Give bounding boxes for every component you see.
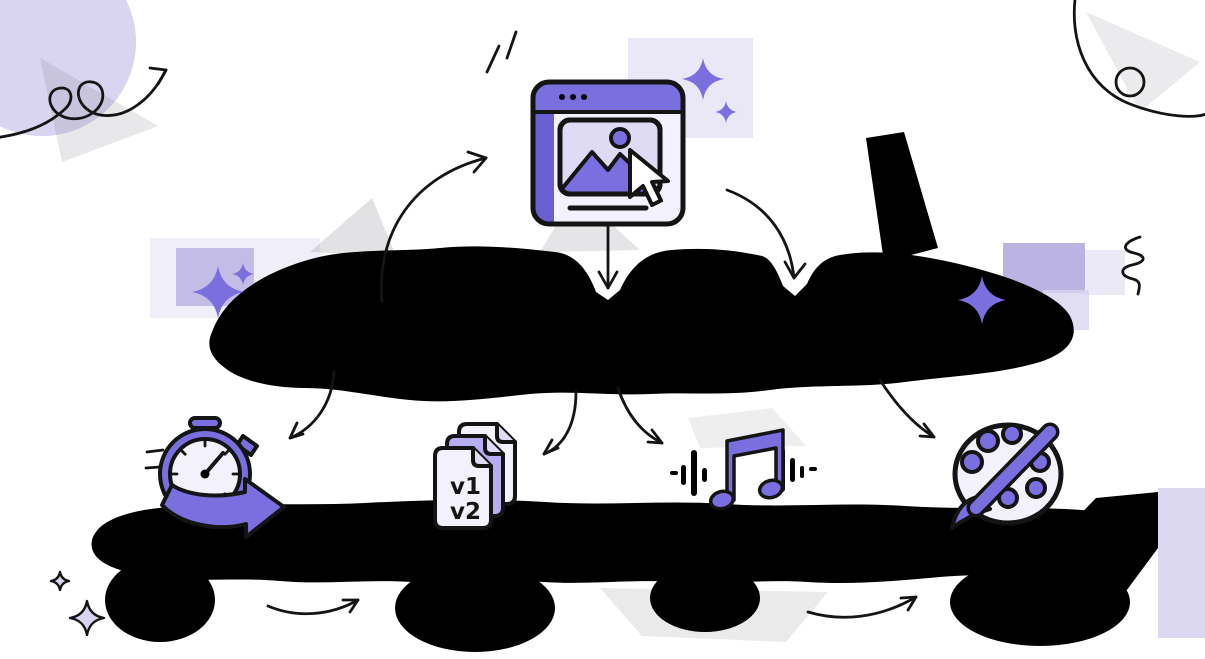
sun-glyph xyxy=(609,127,631,149)
doc-version-label: v1 xyxy=(450,474,481,500)
flow-arrow-to-music xyxy=(616,386,664,445)
curl-arrow-doodle xyxy=(0,68,168,139)
fast-forward-arrow xyxy=(160,477,286,539)
browser-outline xyxy=(530,79,686,227)
sparkle-outline-icon xyxy=(68,599,106,637)
sparkle-icon xyxy=(682,58,724,100)
motion-dashes xyxy=(144,448,165,470)
window-dot xyxy=(559,94,565,100)
gray-streak xyxy=(40,58,158,162)
squiggle-doodle xyxy=(1121,235,1145,296)
paint-dot xyxy=(1001,423,1023,445)
sparkle-icon xyxy=(192,266,244,318)
flow-arrow-to-hero xyxy=(379,156,488,304)
stopwatch-pivot xyxy=(200,469,210,479)
cursor-icon xyxy=(628,148,670,207)
paint-palette-icon xyxy=(950,422,1064,530)
browser-header-bar xyxy=(533,82,683,112)
music-note-icon xyxy=(670,428,817,511)
flow-arrow-bottom-right xyxy=(806,595,918,619)
arrowhead xyxy=(288,421,305,440)
document-versions-icon: v1 v2 xyxy=(433,422,517,530)
sparkle-icon xyxy=(958,276,1006,324)
note-head xyxy=(757,478,785,500)
gray-streak xyxy=(310,198,396,256)
browser-spine xyxy=(533,112,554,224)
sparkle-icon xyxy=(232,263,254,285)
brush-handle xyxy=(970,426,1056,514)
paintbrush-icon xyxy=(950,422,1060,530)
arrowhead xyxy=(341,598,360,614)
doc-fold xyxy=(495,422,517,444)
doc-fold xyxy=(471,446,493,468)
lavender-haze xyxy=(1085,250,1125,295)
browser-image-cursor-icon xyxy=(530,79,686,227)
sparkles xyxy=(49,58,1006,637)
arrowhead xyxy=(148,66,168,86)
stopwatch-hand xyxy=(203,451,225,476)
paint-dot xyxy=(997,487,1019,509)
window-dot xyxy=(581,94,587,100)
doc-version-label: v2 xyxy=(450,499,481,525)
arrowhead xyxy=(918,422,936,439)
flow-arrow-bottom-left xyxy=(266,598,360,616)
doc-fold xyxy=(483,434,505,456)
arrowhead xyxy=(646,428,664,445)
gray-streak xyxy=(1086,12,1200,112)
doc-page-front xyxy=(433,446,493,530)
flow-arrow-to-palette xyxy=(878,378,936,439)
stopwatch-fast-arrow-icon xyxy=(158,416,286,539)
paint-dot xyxy=(1025,477,1047,499)
doodles xyxy=(0,0,1205,619)
paint-dot xyxy=(960,450,984,474)
arrowhead xyxy=(542,438,560,456)
arrowhead xyxy=(783,260,807,280)
paint-dot xyxy=(976,429,1000,453)
arrowhead xyxy=(597,270,619,290)
redacted-subtext-blob xyxy=(91,492,1158,652)
image-frame xyxy=(557,117,663,197)
window-dot xyxy=(570,94,576,100)
sparkle-outline-icon xyxy=(49,570,71,592)
flow-arrow-from-hero xyxy=(725,188,796,280)
spiral-loop xyxy=(1114,66,1146,98)
accent-ticks xyxy=(485,30,518,74)
background-haze xyxy=(0,0,1205,642)
spiral-doodle xyxy=(1072,0,1205,118)
arrowhead xyxy=(899,595,918,612)
note-head xyxy=(708,489,736,511)
redacted-headline-blob xyxy=(209,132,1074,402)
sparkle-icon xyxy=(715,101,737,123)
lavender-haze xyxy=(1158,488,1205,638)
redacted-fragment xyxy=(866,132,938,262)
arrowhead xyxy=(466,150,488,174)
sound-wave-bars xyxy=(670,448,817,496)
stopwatch-cap xyxy=(188,416,222,430)
